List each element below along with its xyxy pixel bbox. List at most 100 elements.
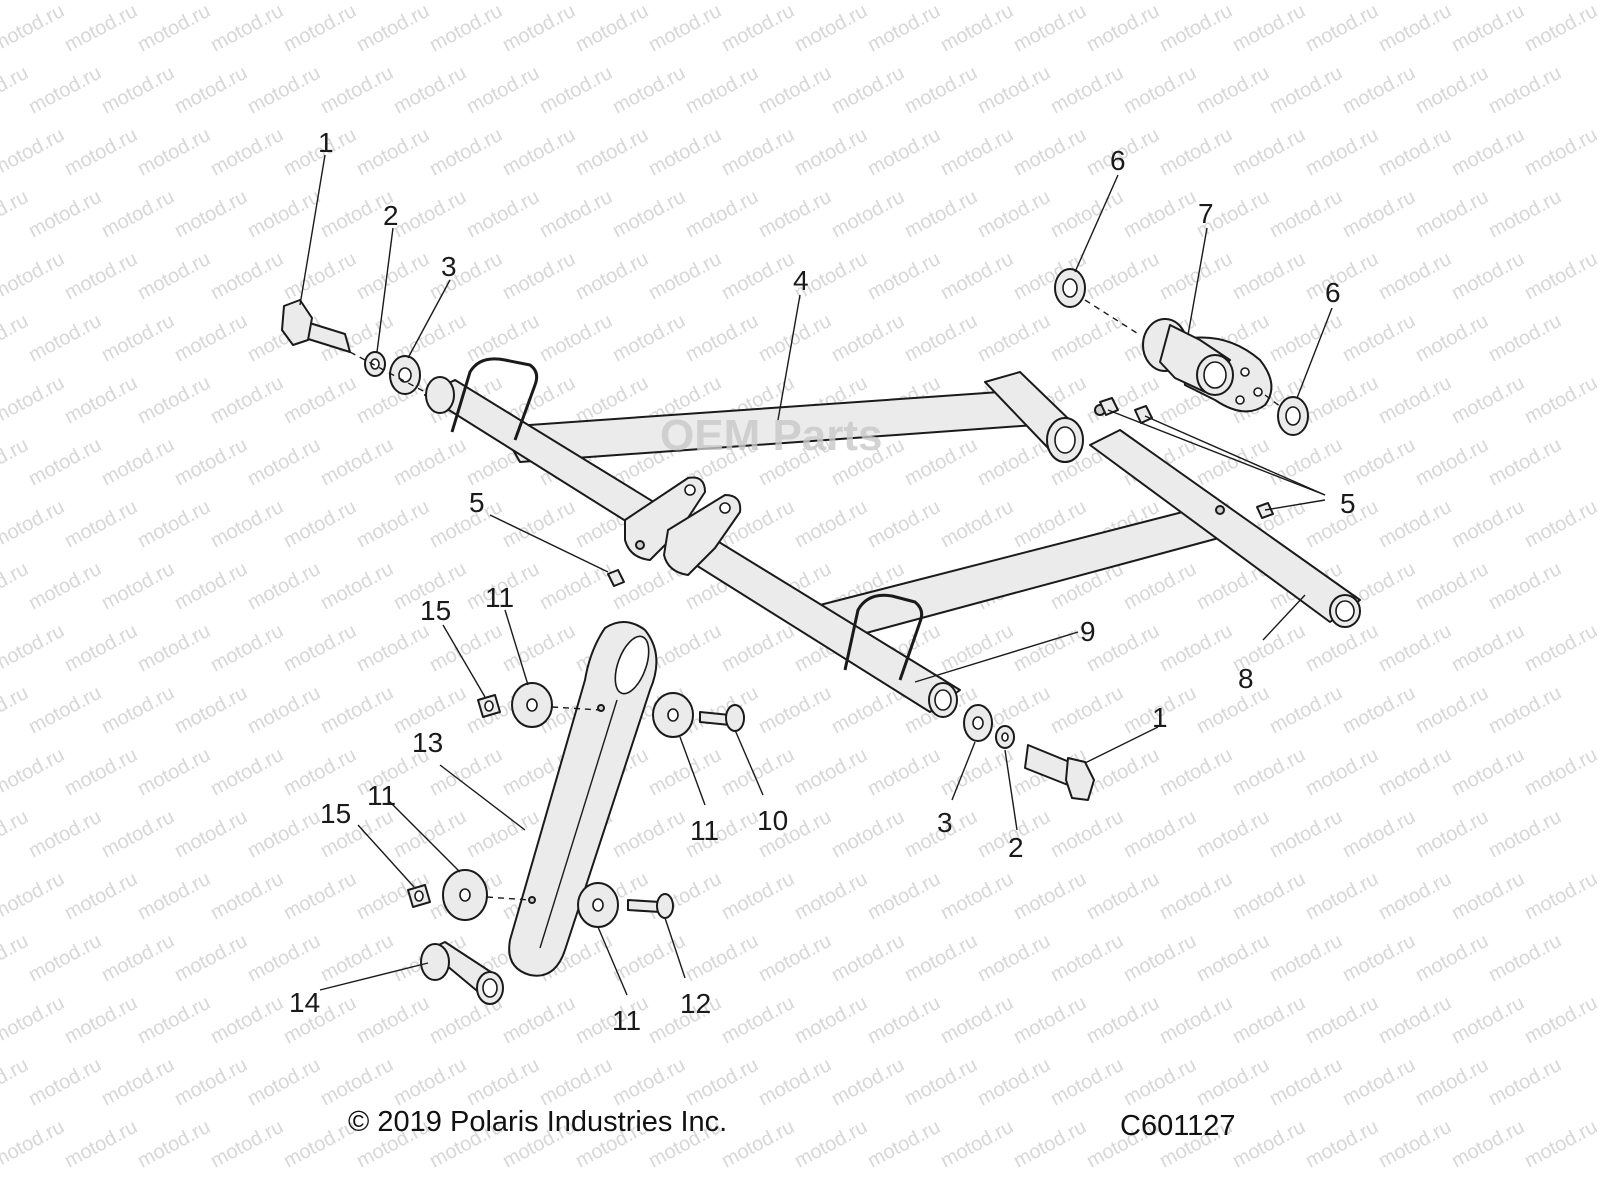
callout-11-lower-right: 11	[612, 1005, 641, 1036]
watermark-text: motod.ru	[317, 682, 397, 738]
watermark-text: motod.ru	[1229, 248, 1309, 304]
watermark-text: motod.ru	[864, 1116, 944, 1172]
watermark-text: motod.ru	[0, 620, 68, 676]
spacer-sleeve-bore	[482, 978, 498, 998]
watermark-text: motod.ru	[390, 434, 470, 490]
watermark-text: motod.ru	[0, 1116, 68, 1172]
watermark-text: motod.ru	[98, 930, 178, 986]
watermark-text: motod.ru	[645, 0, 725, 56]
bolt-upper-head	[725, 704, 745, 732]
callout-15-upper: 15	[420, 595, 451, 626]
watermark-text: motod.ru	[171, 310, 251, 366]
watermark-text: motod.ru	[682, 310, 762, 366]
callout-14: 14	[289, 987, 320, 1018]
watermark-text: motod.ru	[1193, 930, 1273, 986]
watermark-text: motod.ru	[572, 248, 652, 304]
watermark-text: motod.ru	[1521, 868, 1600, 924]
watermark-text: motod.ru	[1521, 372, 1600, 428]
watermark-text: motod.ru	[1375, 124, 1455, 180]
watermark-text: motod.ru	[1010, 992, 1090, 1048]
callout-2-right: 2	[1008, 832, 1024, 863]
watermark-text: motod.ru	[317, 930, 397, 986]
watermark-text: motod.ru	[609, 186, 689, 242]
callout-2-left: 2	[383, 200, 399, 231]
bolt-right-head	[1065, 757, 1095, 801]
watermark-text: motod.ru	[426, 496, 506, 552]
watermark-text: motod.ru	[828, 1054, 908, 1110]
washer-upper-left-hole	[526, 698, 538, 712]
watermark-text: motod.ru	[1120, 186, 1200, 242]
watermark-text: motod.ru	[1485, 806, 1565, 862]
watermark-text: motod.ru	[1485, 1054, 1565, 1110]
watermark-text: motod.ru	[1485, 310, 1565, 366]
bushing-plate-hole-3	[1235, 395, 1245, 405]
washer-lower-right-hole	[592, 898, 604, 912]
watermark-text: motod.ru	[244, 62, 324, 118]
watermark-text: motod.ru	[645, 124, 725, 180]
flat-washer-right-hole	[972, 716, 984, 730]
watermark-text: motod.ru	[1448, 0, 1528, 56]
watermark-text: motod.ru	[1375, 1116, 1455, 1172]
grease-fittings	[607, 397, 1274, 587]
watermark-text: motod.ru	[0, 558, 32, 614]
watermark-text: motod.ru	[171, 1054, 251, 1110]
watermark-text: motod.ru	[1083, 248, 1163, 304]
watermark-text: motod.ru	[1266, 186, 1346, 242]
watermark-text: motod.ru	[901, 62, 981, 118]
watermark-text: motod.ru	[791, 124, 871, 180]
watermark-text: motod.ru	[1412, 62, 1492, 118]
watermark-text: motod.ru	[718, 0, 798, 56]
watermark-text: motod.ru	[1083, 372, 1163, 428]
watermark-text: motod.ru	[828, 62, 908, 118]
left-pivot-hardware	[281, 299, 426, 395]
watermark-text: motod.ru	[1083, 992, 1163, 1048]
watermark-text: motod.ru	[682, 1054, 762, 1110]
watermark-text: motod.ru	[61, 992, 141, 1048]
watermark-text: motod.ru	[426, 248, 506, 304]
watermark-text: motod.ru	[1266, 930, 1346, 986]
watermark-text: motod.ru	[207, 0, 287, 56]
watermark-text: motod.ru	[1302, 248, 1382, 304]
link-arm-upper-eye	[614, 635, 650, 695]
watermark-text: motod.ru	[1339, 62, 1419, 118]
watermark-text: motod.ru	[1412, 806, 1492, 862]
bolt-left-head	[281, 299, 313, 346]
watermark-text: motod.ru	[1010, 868, 1090, 924]
watermark-text: motod.ru	[280, 0, 360, 56]
watermark-text: motod.ru	[609, 1054, 689, 1110]
watermark-text: motod.ru	[1266, 434, 1346, 490]
watermark-text: motod.ru	[98, 310, 178, 366]
watermark-text: motod.ru	[1339, 930, 1419, 986]
watermark-text: motod.ru	[353, 992, 433, 1048]
watermark-text: motod.ru	[1448, 248, 1528, 304]
callout-3-left: 3	[441, 251, 457, 282]
watermark-text: motod.ru	[937, 124, 1017, 180]
watermark-text: motod.ru	[280, 868, 360, 924]
watermark-text: motod.ru	[1229, 1116, 1309, 1172]
watermark-text: motod.ru	[1521, 1116, 1600, 1172]
callout-9: 9	[1080, 616, 1096, 647]
watermark-text: motod.ru	[536, 62, 616, 118]
watermark-text: motod.ru	[937, 248, 1017, 304]
watermark-text: motod.ru	[1412, 558, 1492, 614]
watermark-text: motod.ru	[426, 0, 506, 56]
watermark-text: motod.ru	[682, 682, 762, 738]
watermark-text: motod.ru	[791, 1116, 871, 1172]
watermark-text: motod.ru	[207, 992, 287, 1048]
watermark-text: motod.ru	[1010, 620, 1090, 676]
watermark-text: motod.ru	[791, 496, 871, 552]
watermark-text: motod.ru	[1266, 682, 1346, 738]
watermark-text: motod.ru	[353, 248, 433, 304]
watermark-text: motod.ru	[682, 930, 762, 986]
watermark-text: motod.ru	[1083, 868, 1163, 924]
watermark-text: motod.ru	[1229, 868, 1309, 924]
watermark-text: motod.ru	[244, 806, 324, 862]
watermark-text: motod.ru	[864, 992, 944, 1048]
watermark-text: motod.ru	[134, 496, 214, 552]
nut-lower-hole	[414, 890, 424, 902]
watermark-text: motod.ru	[1120, 930, 1200, 986]
watermark-text: motod.ru	[791, 0, 871, 56]
lock-washer-right-hole	[1001, 732, 1009, 742]
watermark-text: motod.ru	[609, 310, 689, 366]
watermark-text: motod.ru	[25, 186, 105, 242]
